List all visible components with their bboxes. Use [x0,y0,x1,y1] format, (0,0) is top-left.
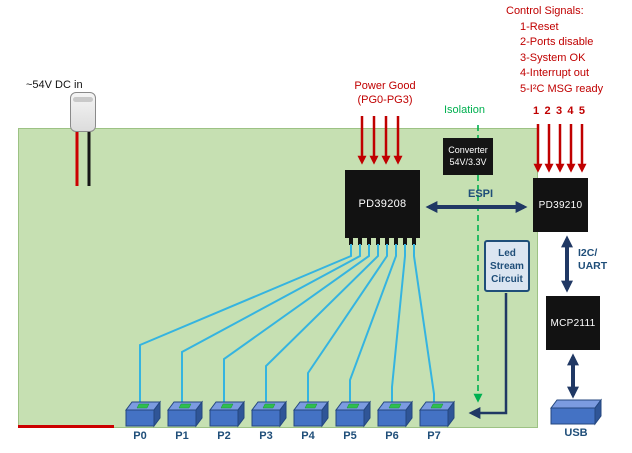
espi-label: ESPI [468,188,494,200]
control-signal-item: 2-Ports disable [520,36,594,48]
control-signal-arrows [533,124,587,173]
port-cube [125,400,161,428]
pd39208-chip: PD39208 [345,170,420,238]
signal-number: 4 [567,105,574,117]
board-edge-mark [18,425,114,428]
led-stream-wire [468,293,508,419]
signal-number: 1 [533,105,540,117]
pd39210-chip: PD39210 [533,178,588,232]
i2c-line1: I2C/ [578,247,598,259]
dc-in-label: ~54V DC in [26,79,83,91]
mcp2111-chip: MCP2111 [546,296,600,350]
i2c-line2: UART [578,260,608,272]
led-line1: Led [498,248,516,259]
port-label-p4: P4 [301,430,315,442]
led-line3: Circuit [491,274,523,285]
power-good-label: Power Good (PG0-PG3) [340,79,430,107]
pcb-board [18,128,538,428]
control-signal-item: 1-Reset [520,20,559,33]
power-good-arrows [357,116,403,165]
port-label-p2: P2 [217,430,231,442]
usb-label: USB [564,427,588,439]
pd39208-pins [349,238,416,245]
control-signal-item: 3-System OK [520,51,586,64]
i2c-uart-label: I2C/ UART [578,247,607,273]
port-label-p1: P1 [175,430,189,442]
converter-block: Converter 54V/3.3V [443,138,493,175]
port-cube [209,400,245,428]
control-signals-list: 1-Reset 2-Ports disable 3-System OK 4-In… [506,20,603,98]
capacitor-icon [70,92,96,132]
control-signal-item: 5-I²C MSG ready [520,82,604,95]
led-stream-circuit-block: Led Stream Circuit [484,240,530,292]
port-cube [167,400,203,428]
power-good-line2: (PG0-PG3) [357,94,413,106]
isolation-label: Isolation [444,104,485,116]
signal-number: 5 [578,105,585,117]
usb-connector [550,398,602,426]
port-cube [293,400,329,428]
port-wires [139,244,435,403]
port-label-p6: P6 [385,430,399,442]
converter-line1: Converter [448,145,488,155]
control-signals-note: Control Signals: 1-Reset 2-Ports disable… [506,4,603,97]
port-label-p3: P3 [259,430,273,442]
signal-numbers: 1 2 3 4 5 [533,105,585,117]
port-label-p7: P7 [427,430,441,442]
port-label-p0: P0 [133,430,147,442]
dc-input-leads [75,128,91,186]
signal-number: 2 [544,105,551,117]
port-cube [377,400,413,428]
port-cube [335,400,371,428]
converter-line2: 54V/3.3V [449,157,487,167]
port-label-p5: P5 [343,430,357,442]
signal-number: 3 [555,105,563,117]
capacitor-stripe [73,97,93,102]
port-cube [419,400,455,428]
control-signals-title: Control Signals: [506,5,584,17]
led-line2: Stream [490,261,524,272]
port-cube [251,400,287,428]
power-good-line1: Power Good [354,80,416,92]
control-signal-item: 4-Interrupt out [520,67,590,79]
port-cubes [125,400,455,428]
